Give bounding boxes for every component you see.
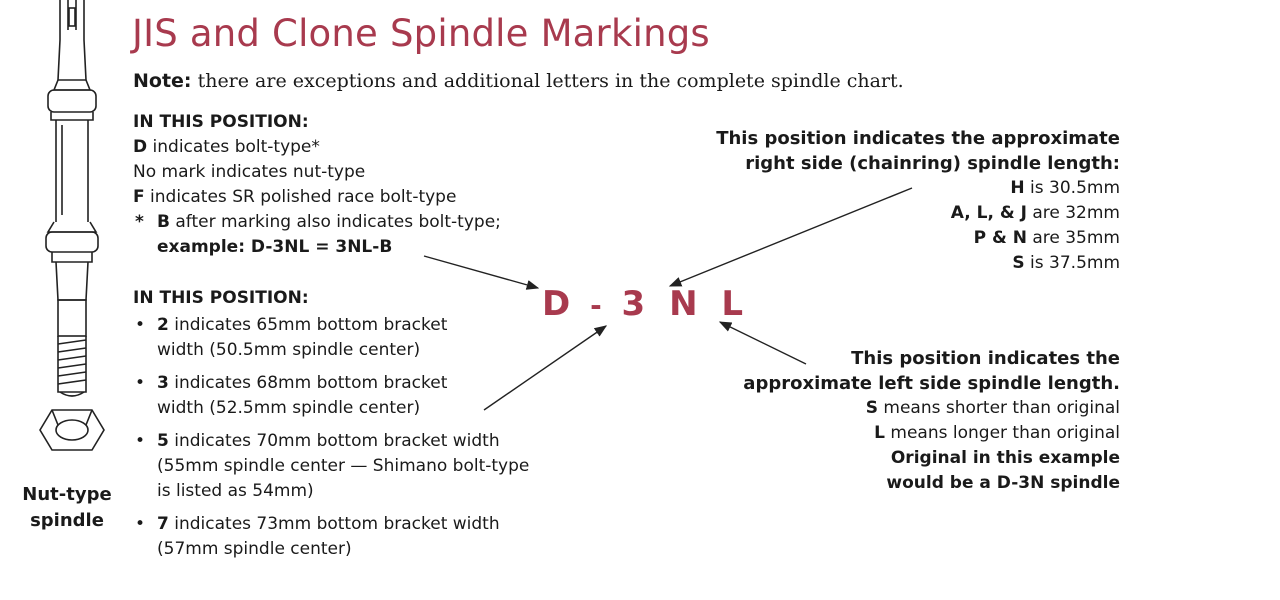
right-length-item: H is 30.5mm (716, 176, 1120, 201)
item-text: means longer than original (885, 423, 1120, 443)
line-text: indicates SR polished race bolt-type (144, 187, 457, 207)
list-item: 7 indicates 73mm bottom bracket width (5… (133, 512, 529, 562)
item-text: indicates 70mm bottom bracket width (168, 431, 500, 451)
item-bold: 7 (157, 514, 169, 534)
item-text: (57mm spindle center) (157, 539, 352, 559)
nut-label-line: spindle (30, 510, 104, 531)
right-length-item: A, L, & J are 32mm (716, 201, 1120, 226)
footnote: * B after marking also indicates bolt-ty… (133, 210, 501, 260)
item-text: width (50.5mm spindle center) (157, 340, 421, 360)
nut-type-label: Nut-type spindle (12, 482, 122, 534)
item-bold: S (1012, 253, 1025, 273)
item-text: is listed as 54mm) (157, 481, 314, 501)
note-text: there are exceptions and additional lett… (191, 70, 904, 92)
item-text: width (52.5mm spindle center) (157, 398, 421, 418)
second-position-heading: IN THIS POSITION: (133, 288, 309, 308)
item-bold: S (865, 398, 878, 418)
nut-label-line: Nut-type (22, 484, 112, 505)
first-position-line: D indicates bolt-type* (133, 135, 501, 160)
right-length-heading: right side (chainring) spindle length: (745, 153, 1120, 174)
arrow-to-n (668, 187, 913, 287)
arrow-to-l (718, 321, 807, 365)
line-bold: D (133, 137, 148, 157)
left-length-heading: approximate left side spindle length. (743, 373, 1120, 394)
first-position-block: IN THIS POSITION: D indicates bolt-type*… (133, 110, 501, 260)
item-text: (55mm spindle center — Shimano bolt-type (157, 456, 530, 476)
line-text: indicates bolt-type* (147, 137, 320, 157)
list-item: 3 indicates 68mm bottom bracket width (5… (133, 371, 529, 421)
item-text: are 32mm (1026, 203, 1120, 223)
right-length-item: S is 37.5mm (716, 251, 1120, 276)
first-position-line: No mark indicates nut-type (133, 160, 501, 185)
code-part-n: N (669, 284, 699, 324)
code-part-3: 3 (621, 284, 647, 324)
item-text: indicates 68mm bottom bracket (168, 373, 448, 393)
spindle-code: D - 3 N L (542, 284, 744, 324)
page-title: JIS and Clone Spindle Markings (132, 12, 710, 55)
code-dash: - (590, 289, 603, 322)
item-text: is 30.5mm (1024, 178, 1120, 198)
item-text: indicates 65mm bottom bracket (168, 315, 448, 335)
footnote-bold: B (157, 212, 170, 232)
first-position-line: F indicates SR polished race bolt-type (133, 185, 501, 210)
second-position-block: IN THIS POSITION: 2 indicates 65mm botto… (133, 286, 529, 562)
right-length-item: P & N are 35mm (716, 226, 1120, 251)
left-length-item: S means shorter than original (743, 396, 1120, 421)
arrow-to-3 (483, 325, 608, 411)
item-bold: L (874, 423, 885, 443)
footnote-example: example: D-3NL = 3NL-B (157, 237, 393, 257)
item-text: are 35mm (1026, 228, 1120, 248)
left-length-footer: Original in this example (890, 448, 1120, 468)
footnote-mark: * (135, 212, 144, 232)
line-text: No mark indicates nut-type (133, 162, 366, 182)
item-bold: 2 (157, 315, 169, 335)
arrow-to-d (423, 255, 540, 290)
left-length-item: L means longer than original (743, 421, 1120, 446)
code-part-d: D (542, 284, 572, 324)
item-text: is 37.5mm (1024, 253, 1120, 273)
item-bold: A, L, & J (950, 203, 1027, 223)
item-bold: 3 (157, 373, 169, 393)
right-length-heading: This position indicates the approximate (716, 128, 1120, 149)
list-item: 2 indicates 65mm bottom bracket width (5… (133, 313, 529, 363)
line-bold: F (133, 187, 145, 207)
note-label: Note: (133, 70, 192, 92)
item-text: means shorter than original (878, 398, 1120, 418)
item-text: indicates 73mm bottom bracket width (168, 514, 500, 534)
item-bold: 5 (157, 431, 169, 451)
left-length-heading: This position indicates the (851, 348, 1120, 369)
list-item: 5 indicates 70mm bottom bracket width (5… (133, 429, 529, 504)
item-bold: P & N (973, 228, 1027, 248)
right-length-block: This position indicates the approximate … (716, 126, 1120, 276)
left-length-footer: would be a D-3N spindle (886, 473, 1120, 493)
footnote-text: after marking also indicates bolt-type; (169, 212, 501, 232)
note-line: Note: there are exceptions and additiona… (133, 70, 904, 92)
left-length-block: This position indicates the approximate … (743, 346, 1120, 496)
code-part-l: L (721, 284, 745, 324)
first-position-heading: IN THIS POSITION: (133, 112, 309, 132)
item-bold: H (1010, 178, 1025, 198)
spindle-illustration-icon (39, 0, 105, 451)
